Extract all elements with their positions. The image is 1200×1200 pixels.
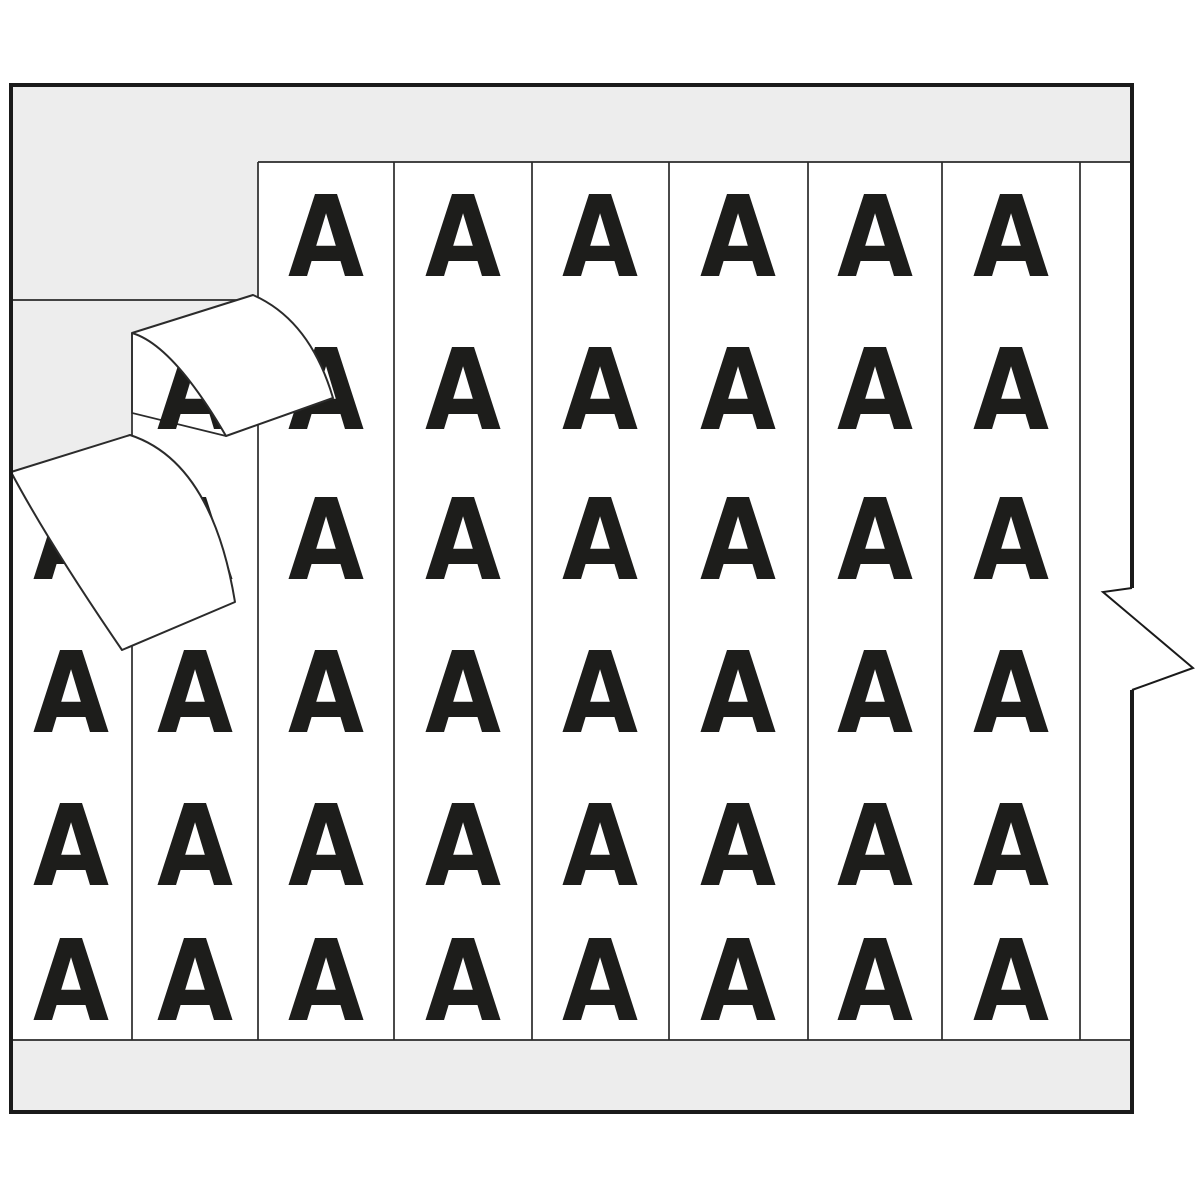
marker-letter: A: [288, 476, 364, 606]
liner-patch-left: [11, 300, 132, 473]
marker-letter: A: [425, 917, 501, 1047]
marker-letter: A: [700, 326, 776, 456]
tear-notch-fill: [1103, 587, 1193, 691]
marker-letter: A: [700, 782, 776, 912]
marker-letter: A: [973, 629, 1049, 759]
marker-letter: A: [425, 326, 501, 456]
marker-letter: A: [425, 782, 501, 912]
marker-letter: A: [837, 173, 913, 303]
marker-letter: A: [973, 782, 1049, 912]
marker-letter: A: [973, 326, 1049, 456]
marker-letter: A: [837, 629, 913, 759]
peeled-label-lower: [10, 434, 236, 651]
marker-letter: A: [973, 173, 1049, 303]
marker-letter: A: [837, 917, 913, 1047]
marker-letter: A: [700, 917, 776, 1047]
marker-letter: A: [973, 476, 1049, 606]
label-area-main: [258, 162, 1132, 1040]
marker-letter: A: [562, 629, 638, 759]
tear-notch-icon: [1100, 587, 1195, 691]
marker-letter: A: [425, 629, 501, 759]
marker-letter: A: [837, 476, 913, 606]
marker-letter: A: [157, 629, 233, 759]
marker-letter: A: [288, 917, 364, 1047]
marker-letter: A: [562, 917, 638, 1047]
marker-letter: A: [33, 917, 109, 1047]
marker-letter: A: [33, 782, 109, 912]
marker-letter: A: [288, 782, 364, 912]
marker-letter: A: [700, 629, 776, 759]
marker-letter: A: [157, 917, 233, 1047]
marker-letter: A: [562, 782, 638, 912]
marker-letter: A: [288, 629, 364, 759]
marker-letter: A: [157, 782, 233, 912]
marker-letter: A: [33, 629, 109, 759]
marker-letter: A: [837, 326, 913, 456]
marker-letter: A: [837, 782, 913, 912]
marker-letter: A: [425, 173, 501, 303]
marker-letter: A: [700, 476, 776, 606]
marker-letter: A: [562, 476, 638, 606]
peeled-label-upper: [131, 294, 334, 437]
marker-letter: A: [288, 173, 364, 303]
marker-letter: A: [973, 917, 1049, 1047]
peeled-label-upper-base: [131, 333, 227, 437]
marker-letter: A: [425, 476, 501, 606]
card-border: [9, 83, 1134, 1114]
marker-letter: A: [700, 173, 776, 303]
marker-letter: A: [562, 326, 638, 456]
marker-letter: A: [562, 173, 638, 303]
strip-separator-lines: [11, 161, 1132, 1041]
